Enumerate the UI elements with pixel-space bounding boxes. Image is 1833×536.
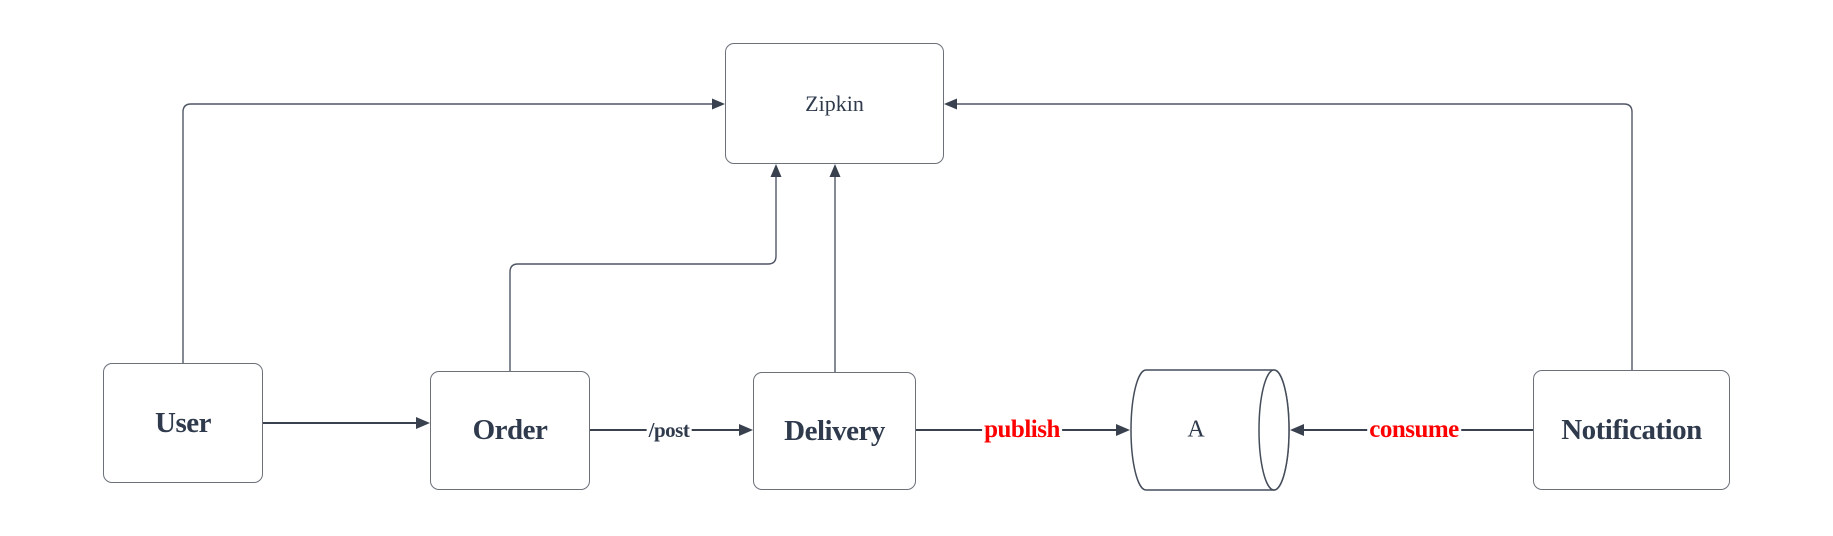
node-order: Order	[430, 371, 590, 490]
edge-delivery-queue-arrowhead	[1116, 424, 1130, 436]
edge-label-publish: publish	[982, 415, 1062, 444]
node-user: User	[103, 363, 263, 483]
edge-notification-zipkin-arrowhead	[944, 98, 957, 110]
edge-user-zipkin-line	[182, 103, 712, 363]
edge-order-zipkin-line	[509, 177, 777, 371]
node-zipkin: Zipkin	[725, 43, 944, 164]
node-queue-label: A	[1187, 416, 1205, 443]
node-zipkin-label: Zipkin	[805, 90, 864, 116]
edge-order-delivery-arrowhead	[739, 424, 753, 436]
edge-notification-zipkin-line	[957, 103, 1633, 370]
edge-label-post: /post	[646, 417, 692, 442]
edge-delivery-zipkin-arrowhead	[829, 164, 841, 177]
edge-order-zipkin-arrowhead	[770, 164, 782, 177]
node-notification: Notification	[1533, 370, 1730, 490]
edge-notification-queue-arrowhead	[1290, 424, 1304, 436]
node-delivery: Delivery	[753, 372, 916, 490]
node-notification-label: Notification	[1561, 413, 1702, 446]
edge-label-consume: consume	[1367, 415, 1461, 444]
node-order-label: Order	[472, 414, 548, 446]
node-delivery-label: Delivery	[784, 414, 885, 447]
edge-user-order-arrowhead	[416, 417, 430, 429]
queue-cylinder-face	[1258, 369, 1290, 491]
node-user-label: User	[155, 406, 211, 439]
edge-user-zipkin-arrowhead	[712, 98, 725, 110]
